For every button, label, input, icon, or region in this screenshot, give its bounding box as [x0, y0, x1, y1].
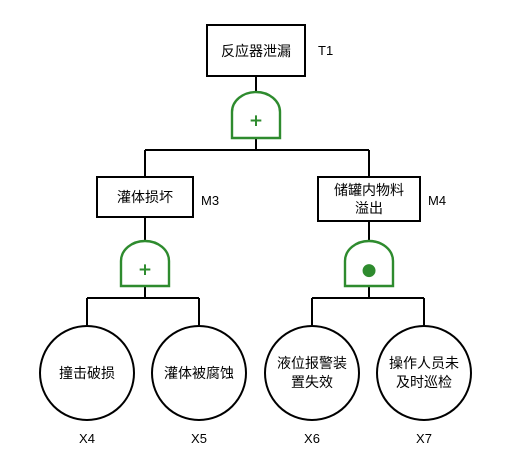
- and-gate-shape: [343, 239, 395, 288]
- event-label: 撞击破损: [59, 366, 115, 382]
- event-label-line2: 置失效: [291, 375, 333, 391]
- or-gate-shape: [119, 239, 171, 288]
- event-id-m4: M4: [428, 193, 446, 208]
- event-id-x5: X5: [191, 431, 207, 446]
- event-label: 灌体被腐蚀: [164, 365, 234, 382]
- connector-lines: [86, 77, 425, 325]
- event-id-m3: M3: [201, 193, 219, 208]
- event-box: [96, 176, 194, 218]
- event-id-x7: X7: [416, 431, 432, 446]
- and-gate-g3[interactable]: ●: [343, 239, 395, 288]
- event-id-x4: X4: [79, 431, 95, 446]
- or-gate-symbol: +: [249, 111, 263, 131]
- event-label-line1: 储罐内物料: [334, 183, 404, 199]
- event-label-line2: 溢出: [355, 201, 383, 217]
- intermediate-event-m4[interactable]: 储罐内物料 溢出: [317, 176, 421, 222]
- event-box: [206, 24, 306, 77]
- event-label: 灌体损坏: [117, 190, 173, 206]
- event-box: [317, 176, 421, 222]
- event-label: 反应器泄漏: [221, 43, 291, 60]
- basic-event-x5[interactable]: 灌体被腐蚀: [151, 325, 247, 421]
- basic-event-x4[interactable]: 撞击破损: [39, 325, 135, 421]
- or-gate-symbol: +: [138, 260, 152, 280]
- event-label-line2: 及时巡检: [396, 375, 452, 391]
- event-label-line1: 液位报警装: [277, 356, 347, 372]
- or-gate-shape: [230, 90, 282, 140]
- or-gate-g2[interactable]: +: [119, 239, 171, 288]
- event-circle: [376, 325, 472, 421]
- event-id-x6: X6: [304, 431, 320, 446]
- event-circle: [264, 325, 360, 421]
- and-gate-symbol: ●: [362, 260, 377, 280]
- intermediate-event-m3[interactable]: 灌体损坏: [96, 176, 194, 218]
- basic-event-x6[interactable]: 液位报警装 置失效: [264, 325, 360, 421]
- or-gate-g1[interactable]: +: [230, 90, 282, 140]
- top-event-t1[interactable]: 反应器泄漏: [206, 24, 306, 77]
- event-label-line1: 操作人员未: [389, 356, 459, 372]
- event-circle: [151, 325, 247, 421]
- event-id-t1: T1: [318, 43, 333, 58]
- basic-event-x7[interactable]: 操作人员未 及时巡检: [376, 325, 472, 421]
- event-circle: [39, 325, 135, 421]
